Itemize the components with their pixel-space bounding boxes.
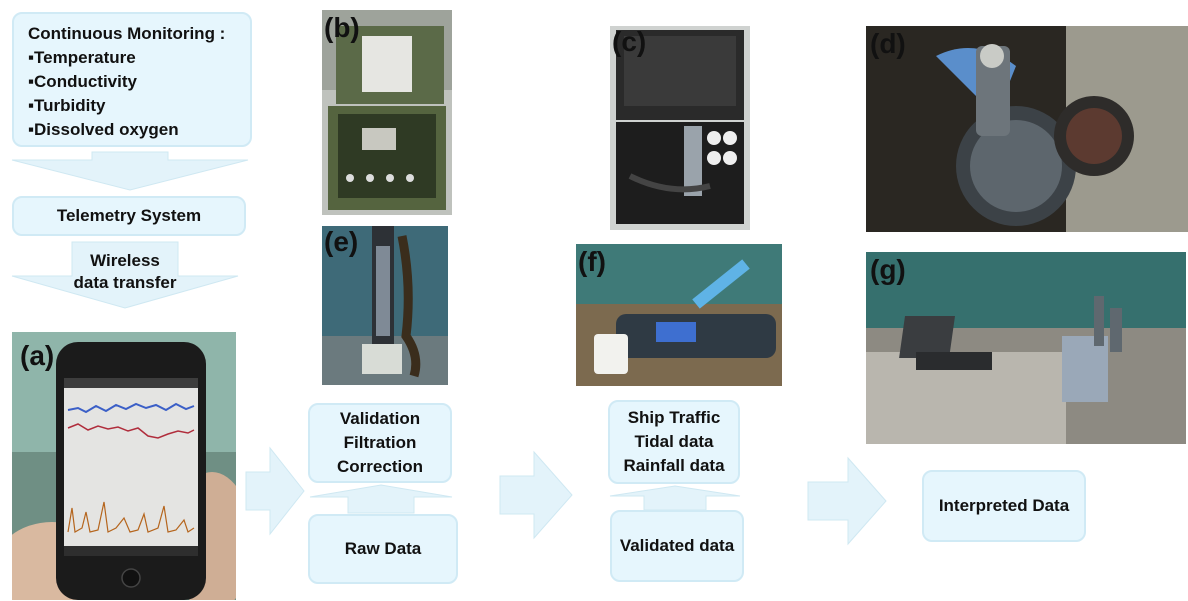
monitoring-item-temperature: ▪Temperature: [28, 48, 136, 67]
photo-e-probe-deployment: [322, 226, 448, 385]
panel-label-a: (a): [20, 340, 55, 371]
up-arrow-validated-to-context: [609, 485, 741, 511]
context-data-box: Ship Traffic Tidal data Rainfall data: [608, 400, 740, 484]
panel-label-f: (f): [578, 246, 606, 277]
panel-label-g: (g): [870, 254, 906, 285]
down-arrow-wireless: [11, 241, 239, 309]
right-arrow-2: [499, 450, 573, 540]
photo-d-sensor-head: [866, 26, 1188, 232]
photo-c-sonde-kit: [610, 26, 750, 230]
bullet-icon: ▪: [28, 96, 35, 115]
validated-data-box: Validated data: [610, 510, 744, 582]
smartphone-image: [12, 332, 236, 600]
panel-label-c: (c): [612, 26, 647, 57]
monitoring-item-turbidity: ▪Turbidity: [28, 96, 106, 115]
bullet-icon: ▪: [28, 72, 35, 91]
raw-data-box: Raw Data: [308, 514, 458, 584]
monitoring-box: Continuous Monitoring : ▪Temperature ▪Co…: [12, 12, 252, 147]
interpreted-data-box: Interpreted Data: [922, 470, 1086, 542]
field-sampling-image: [576, 244, 782, 386]
bullet-icon: ▪: [28, 120, 35, 139]
sonde-kit-image: [610, 26, 750, 230]
sensor-head-image: [866, 26, 1188, 232]
wireless-label: Wireless data transfer: [73, 251, 177, 292]
up-arrow-raw-to-validation: [309, 484, 453, 514]
down-arrow-to-telemetry: [11, 151, 249, 191]
right-arrow-1: [245, 446, 305, 536]
panel-label-d: (d): [870, 28, 906, 59]
logger-case-image: [322, 10, 452, 215]
monitoring-title: Continuous Monitoring :: [28, 24, 226, 43]
photo-f-field-sampling: [576, 244, 782, 386]
panel-label-e: (e): [324, 226, 359, 257]
right-arrow-3: [807, 456, 887, 546]
photo-b-logger-case: [322, 10, 452, 215]
telemetry-box: Telemetry System: [12, 196, 246, 236]
photo-g-onsite-laptop: [866, 252, 1186, 444]
onsite-laptop-image: [866, 252, 1186, 444]
probe-deployment-image: [322, 226, 448, 385]
monitoring-item-conductivity: ▪Conductivity: [28, 72, 137, 91]
photo-a-smartphone: [12, 332, 236, 600]
validation-box: Validation Filtration Correction: [308, 403, 452, 483]
monitoring-item-dissolved-oxygen: ▪Dissolved oxygen: [28, 120, 179, 139]
panel-label-b: (b): [324, 12, 360, 43]
bullet-icon: ▪: [28, 48, 35, 67]
